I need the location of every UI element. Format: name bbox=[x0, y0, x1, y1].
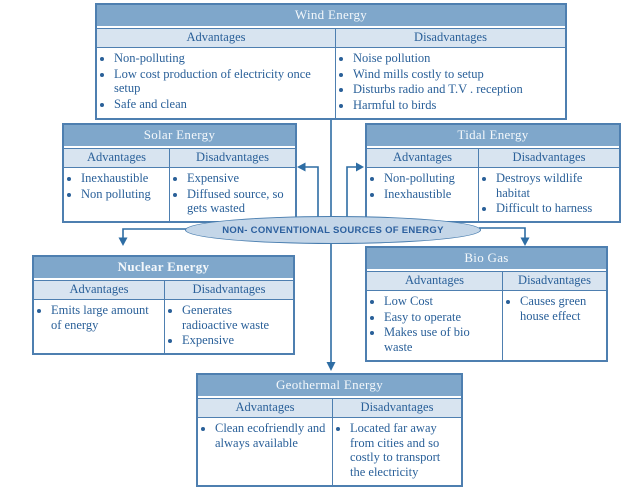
bullet-item: Expensive bbox=[182, 333, 290, 348]
advantages-header: Advantages bbox=[235, 400, 295, 414]
disadvantages-header: Disadvantages bbox=[164, 281, 293, 299]
advantages-list: Low CostEasy to operateMakes use of bio … bbox=[367, 294, 499, 355]
bullet-item: Located far away from cities and so cost… bbox=[350, 421, 458, 480]
down-arrow-icon bbox=[326, 362, 336, 371]
advantages-header: Advantages bbox=[392, 150, 452, 164]
bullet-item: Harmful to birds bbox=[353, 98, 562, 113]
down-arrow-icon bbox=[520, 237, 530, 246]
disadvantages-header: Disadvantages bbox=[335, 29, 565, 47]
disadvantages-cell: Noise pollutionWind mills costly to setu… bbox=[335, 48, 565, 118]
disadvantages-header: Disadvantages bbox=[169, 149, 295, 167]
energy-sources-diagram: Wind Energy Advantages Disadvantages Non… bbox=[0, 0, 624, 475]
disadvantages-cell: Destroys wildlife habitatDifficult to ha… bbox=[478, 168, 619, 221]
bullet-item: Emits large amount of energy bbox=[51, 303, 161, 332]
bullet-item: Difficult to harness bbox=[496, 201, 616, 216]
disadvantages-list: Causes green house effect bbox=[503, 294, 603, 323]
advantages-header: Advantages bbox=[404, 273, 464, 287]
bullet-item: Non-polluting bbox=[384, 171, 475, 186]
left-arrow-icon bbox=[297, 162, 306, 172]
bullet-item: Inexhaustible bbox=[384, 187, 475, 202]
advantages-list: Non-pollutingLow cost production of elec… bbox=[97, 51, 332, 112]
advantages-cell: Non-pollutingInexhaustible bbox=[367, 168, 478, 221]
connector-arrows bbox=[118, 110, 530, 371]
advantages-cell: Low CostEasy to operateMakes use of bio … bbox=[367, 291, 502, 360]
connector-to-tidal bbox=[346, 166, 357, 220]
nuclear-energy-table: Nuclear Energy Advantages Disadvantages … bbox=[32, 255, 295, 355]
down-arrow-icon bbox=[118, 237, 128, 246]
disadvantages-header: Disadvantages bbox=[502, 272, 606, 290]
disadvantages-cell: Causes green house effect bbox=[502, 291, 606, 360]
column-headers: Advantages Disadvantages bbox=[34, 280, 293, 300]
table-title: Nuclear Energy bbox=[34, 257, 293, 280]
bullet-item: Expensive bbox=[187, 171, 292, 186]
advantages-cell: Clean ecofriendly and always available bbox=[198, 418, 332, 485]
advantages-cell: Non-pollutingLow cost production of elec… bbox=[97, 48, 335, 118]
bullet-item: Causes green house effect bbox=[520, 294, 603, 323]
bullet-item: Low cost production of electricity once … bbox=[114, 67, 332, 96]
right-arrow-icon bbox=[356, 162, 364, 172]
wind-energy-table: Wind Energy Advantages Disadvantages Non… bbox=[95, 3, 567, 120]
bullet-item: Low Cost bbox=[384, 294, 499, 309]
column-headers: Advantages Disadvantages bbox=[64, 148, 295, 168]
advantages-cell: InexhaustibleNon polluting bbox=[64, 168, 169, 221]
geothermal-energy-table: Geothermal Energy Advantages Disadvantag… bbox=[196, 373, 463, 487]
bullet-item: Non-polluting bbox=[114, 51, 332, 66]
bullet-item: Wind mills costly to setup bbox=[353, 67, 562, 82]
bullet-item: Safe and clean bbox=[114, 97, 332, 112]
disadvantages-header: Disadvantages bbox=[332, 399, 461, 417]
bullet-item: Makes use of bio waste bbox=[384, 325, 499, 354]
disadvantages-header: Disadvantages bbox=[478, 149, 619, 167]
center-ellipse: NON- CONVENTIONAL SOURCES OF ENERGY bbox=[185, 216, 481, 244]
column-headers: Advantages Disadvantages bbox=[367, 271, 606, 291]
bullet-item: Generates radioactive waste bbox=[182, 303, 290, 332]
advantages-header: Advantages bbox=[69, 282, 129, 296]
bullet-item: Inexhaustible bbox=[81, 171, 166, 186]
table-title: Tidal Energy bbox=[367, 125, 619, 148]
bullet-item: Easy to operate bbox=[384, 310, 499, 325]
disadvantages-list: Destroys wildlife habitatDifficult to ha… bbox=[479, 171, 616, 216]
table-title: Solar Energy bbox=[64, 125, 295, 148]
tidal-energy-table: Tidal Energy Advantages Disadvantages No… bbox=[365, 123, 621, 223]
column-headers: Advantages Disadvantages bbox=[198, 398, 461, 418]
table-title: Geothermal Energy bbox=[198, 375, 461, 398]
advantages-list: Emits large amount of energy bbox=[34, 303, 161, 332]
disadvantages-list: Generates radioactive wasteExpensive bbox=[165, 303, 290, 348]
bullet-item: Non polluting bbox=[81, 187, 166, 202]
connector-to-biogas bbox=[479, 227, 526, 238]
table-title: Wind Energy bbox=[97, 5, 565, 28]
center-ellipse-label: NON- CONVENTIONAL SOURCES OF ENERGY bbox=[222, 224, 444, 236]
advantages-list: Clean ecofriendly and always available bbox=[198, 421, 329, 450]
disadvantages-cell: Generates radioactive wasteExpensive bbox=[164, 300, 293, 353]
connector-to-nuclear bbox=[122, 228, 187, 238]
disadvantages-list: ExpensiveDiffused source, so gets wasted bbox=[170, 171, 292, 216]
bullet-item: Diffused source, so gets wasted bbox=[187, 187, 292, 216]
advantages-header: Advantages bbox=[86, 150, 146, 164]
column-headers: Advantages Disadvantages bbox=[97, 28, 565, 48]
connector-to-solar bbox=[303, 166, 319, 220]
disadvantages-list: Located far away from cities and so cost… bbox=[333, 421, 458, 480]
table-title: Bio Gas bbox=[367, 248, 606, 271]
bio-gas-table: Bio Gas Advantages Disadvantages Low Cos… bbox=[365, 246, 608, 362]
advantages-cell: Emits large amount of energy bbox=[34, 300, 164, 353]
advantages-list: InexhaustibleNon polluting bbox=[64, 171, 166, 201]
bullet-item: Clean ecofriendly and always available bbox=[215, 421, 329, 450]
column-headers: Advantages Disadvantages bbox=[367, 148, 619, 168]
bullet-item: Destroys wildlife habitat bbox=[496, 171, 616, 200]
solar-energy-table: Solar Energy Advantages Disadvantages In… bbox=[62, 123, 297, 223]
bullet-item: Disturbs radio and T.V . reception bbox=[353, 82, 562, 97]
disadvantages-list: Noise pollutionWind mills costly to setu… bbox=[336, 51, 562, 113]
advantages-header: Advantages bbox=[186, 30, 246, 44]
bullet-item: Noise pollution bbox=[353, 51, 562, 66]
disadvantages-cell: ExpensiveDiffused source, so gets wasted bbox=[169, 168, 295, 221]
advantages-list: Non-pollutingInexhaustible bbox=[367, 171, 475, 201]
